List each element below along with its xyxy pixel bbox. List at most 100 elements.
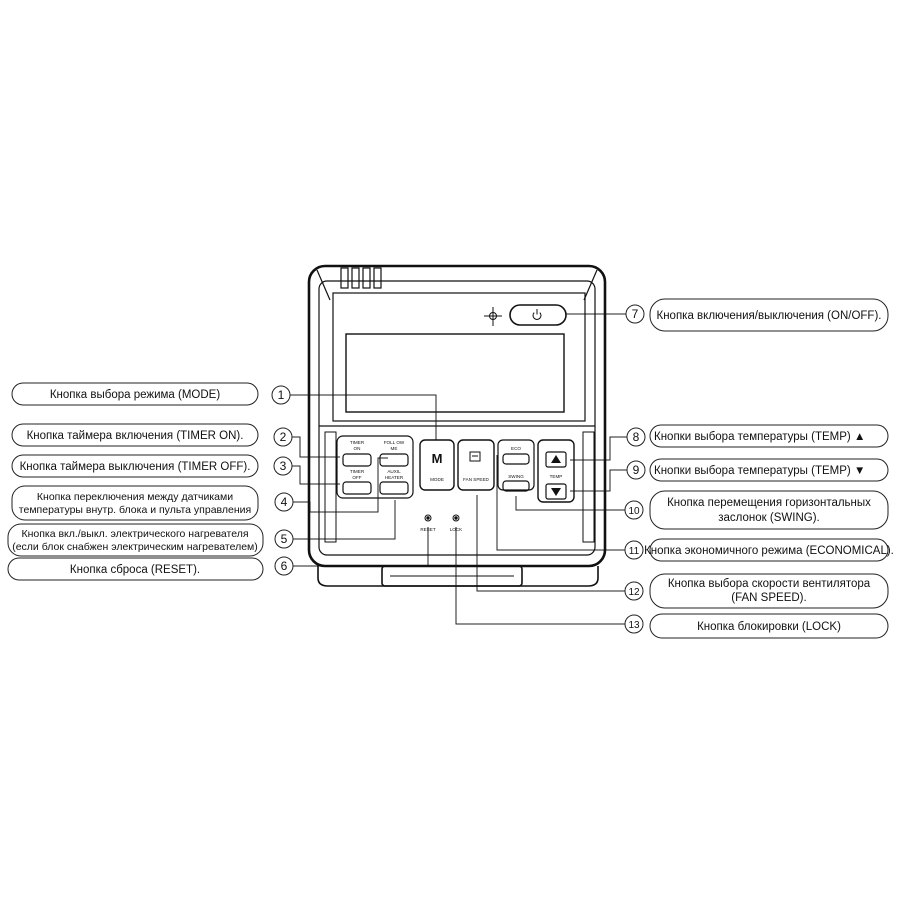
temp-button-frame	[537, 439, 575, 503]
timer-on-button[interactable]	[342, 453, 372, 467]
svg-text:13: 13	[628, 620, 640, 631]
svg-text:4: 4	[281, 495, 288, 509]
controller-front-panel	[318, 280, 596, 556]
callout-numbers: 1 2 3 4 5 6 7 8 9 10 11 12 13	[271, 304, 646, 634]
callout-number-13: 13	[624, 614, 644, 634]
svg-text:заслонок (SWING).: заслонок (SWING).	[718, 512, 819, 524]
mode-button[interactable]	[419, 439, 455, 491]
svg-text:11: 11	[629, 546, 640, 557]
leader-line-swing	[515, 496, 625, 511]
controller-inner-frame	[332, 292, 586, 422]
lock-button[interactable]	[452, 514, 460, 522]
callout-number-11: 11	[624, 540, 644, 560]
svg-text:Кнопка выбора режима (MODE): Кнопка выбора режима (MODE)	[50, 389, 220, 401]
fan-speed-icon	[469, 451, 481, 462]
svg-text:Кнопка переключения между датч: Кнопка переключения между датчиками	[37, 491, 233, 503]
label-temp-up: Кнопки выбора температуры (TEMP) ▲	[649, 424, 889, 448]
fan-speed-button[interactable]	[457, 439, 495, 491]
reset-button[interactable]	[424, 514, 432, 522]
leader-line-timer-off	[292, 465, 340, 485]
follow-me-text-2: ME	[391, 446, 398, 451]
callout-number-7: 7	[625, 304, 645, 324]
timer-off-button[interactable]	[342, 481, 372, 495]
eco-text: ECO	[511, 446, 521, 451]
timer-off-text-2: OFF	[352, 475, 361, 480]
svg-text:Кнопка экономичного режима (EC: Кнопка экономичного режима (ECONOMICAL).	[644, 545, 894, 557]
arrow-down-icon	[551, 488, 561, 496]
aux-heater-text-2: HEATER	[385, 475, 404, 480]
label-swing: Кнопка перемещения горизонтальных заслон…	[649, 490, 889, 530]
aux-heater-text-1: AUXIL	[387, 469, 401, 474]
temp-text: TEMP	[550, 474, 563, 479]
controller-bottom-clip	[381, 565, 523, 587]
callout-number-12: 12	[624, 581, 644, 601]
label-timer-on: Кнопка таймера включения (TIMER ON).	[11, 423, 259, 447]
label-aux-heater: Кнопка вкл./выкл. электрического нагрева…	[7, 523, 264, 557]
leader-line-aux-heater	[293, 500, 396, 540]
label-temp-down: Кнопки выбора температуры (TEMP) ▼	[649, 458, 889, 482]
svg-text:Кнопка таймера включения (TIME: Кнопка таймера включения (TIMER ON).	[27, 430, 244, 442]
svg-text:Кнопки выбора температуры (TEM: Кнопки выбора температуры (TEMP) ▲	[654, 431, 865, 443]
fan-speed-text: FAN SPEED	[463, 477, 489, 482]
side-panel-left	[324, 431, 337, 543]
lcd-screen	[345, 333, 565, 413]
svg-text:Кнопка таймера выключения (TIM: Кнопка таймера выключения (TIMER OFF).	[20, 461, 251, 473]
label-eco: Кнопка экономичного режима (ECONOMICAL).	[644, 538, 894, 562]
svg-text:(если блок снабжен электрическ: (если блок снабжен электрическим нагрева…	[12, 541, 258, 553]
svg-text:1: 1	[278, 388, 285, 402]
follow-me-button[interactable]	[379, 453, 409, 467]
on-off-button[interactable]	[509, 304, 567, 326]
svg-text:9: 9	[633, 463, 640, 477]
svg-text:Кнопка перемещения горизонталь: Кнопка перемещения горизонтальных	[667, 497, 871, 509]
callout-number-10: 10	[624, 500, 644, 520]
mode-symbol: M	[432, 451, 443, 466]
arrow-up-icon	[551, 455, 561, 463]
timer-on-text-2: ON	[354, 446, 361, 451]
temp-up-button[interactable]	[545, 451, 567, 468]
button-cluster-left	[336, 435, 414, 499]
power-icon	[532, 309, 542, 320]
mode-text: MODE	[430, 477, 444, 482]
leader-line-temp-up	[570, 436, 628, 461]
leader-line-mode	[290, 394, 437, 440]
callout-lines	[290, 313, 628, 625]
timer-off-text-1: TIMER	[350, 469, 365, 474]
svg-text:7: 7	[632, 307, 639, 321]
callout-number-8: 8	[626, 427, 646, 447]
leader-line-eco	[496, 455, 625, 551]
callout-number-6: 6	[274, 556, 294, 576]
svg-text:Кнопки выбора температуры (TEM: Кнопки выбора температуры (TEMP) ▼	[654, 465, 865, 477]
lock-text: LOCK	[450, 527, 463, 532]
aux-heater-button[interactable]	[379, 481, 409, 495]
callout-number-3: 3	[273, 456, 293, 476]
leader-line-fan-speed	[476, 495, 625, 592]
svg-text:2: 2	[280, 430, 287, 444]
callout-labels: Кнопка выбора режима (MODE) Кнопка тайме…	[7, 298, 894, 639]
button-cluster-right	[497, 439, 535, 492]
label-reset: Кнопка сброса (RESET).	[7, 557, 264, 581]
label-lock: Кнопка блокировки (LOCK)	[649, 613, 889, 639]
leader-line-timer-on	[292, 436, 340, 458]
side-panel-right	[582, 431, 595, 543]
swing-button[interactable]	[502, 480, 530, 492]
timer-on-text-1: TIMER	[350, 440, 365, 445]
svg-text:Кнопка сброса (RESET).: Кнопка сброса (RESET).	[70, 564, 200, 576]
callout-number-4: 4	[274, 492, 294, 512]
svg-text:Кнопка вкл./выкл. электрическо: Кнопка вкл./выкл. электрического нагрева…	[21, 528, 248, 540]
label-timer-off: Кнопка таймера выключения (TIMER OFF).	[11, 454, 259, 478]
svg-text:температуры внутр. блока и пул: температуры внутр. блока и пульта управл…	[19, 504, 251, 516]
callout-number-9: 9	[626, 460, 646, 480]
device-button-texts: TIMER ON TIMER OFF FOLL OW ME AUXIL HEAT…	[350, 440, 563, 532]
temp-down-button[interactable]	[545, 483, 567, 500]
svg-text:Кнопка блокировки (LOCK): Кнопка блокировки (LOCK)	[697, 621, 841, 633]
svg-text:10: 10	[628, 506, 640, 517]
swing-text: SWING	[508, 474, 524, 479]
label-fan-speed: Кнопка выбора скорости вентилятора (FAN …	[649, 573, 889, 609]
callout-number-5: 5	[274, 529, 294, 549]
callout-number-1: 1	[271, 385, 291, 405]
svg-text:12: 12	[628, 587, 640, 598]
svg-text:Кнопка включения/выключения (O: Кнопка включения/выключения (ON/OFF).	[657, 310, 882, 322]
eco-button[interactable]	[502, 453, 530, 465]
leader-line-temp-down	[570, 469, 628, 492]
